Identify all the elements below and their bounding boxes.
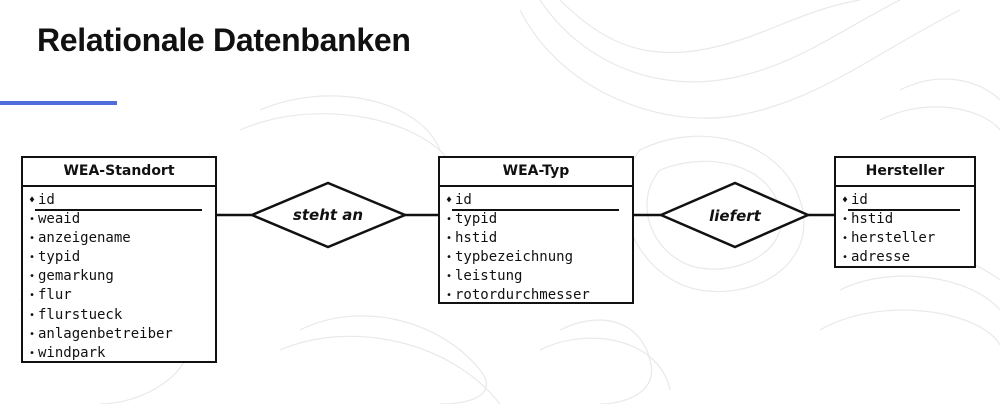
key-diamond-icon: ♦	[445, 195, 453, 206]
attribute: •adresse	[836, 248, 974, 267]
bullet-icon: •	[28, 309, 36, 321]
bullet-icon: •	[28, 233, 36, 245]
attribute: •flur	[23, 286, 215, 305]
attribute: •anlagenbetreiber	[23, 325, 215, 344]
bullet-icon: •	[28, 271, 36, 283]
entity-title: WEA-Typ	[440, 158, 632, 187]
attribute: •weaid	[23, 210, 215, 229]
bullet-icon: •	[445, 271, 453, 283]
key-diamond-icon: ♦	[28, 195, 36, 206]
attribute: •windpark	[23, 344, 215, 363]
page-title: Relationale Datenbanken	[37, 22, 411, 58]
attribute-primary-key: ♦id	[440, 191, 632, 211]
attribute: •typid	[440, 210, 632, 229]
primary-key-underline	[848, 209, 960, 211]
entity-wea-typ[interactable]: WEA-Typ ♦id •typid •hstid •typbezeichnun…	[438, 156, 634, 304]
entity-title: Hersteller	[836, 158, 974, 187]
attribute: •gemarkung	[23, 267, 215, 286]
bullet-icon: •	[445, 290, 453, 302]
entity-title: WEA-Standort	[23, 158, 215, 187]
primary-key-underline	[452, 209, 619, 211]
attribute: •hstid	[836, 210, 974, 229]
bullet-icon: •	[841, 252, 849, 264]
primary-key-underline	[35, 209, 202, 211]
attribute: •typid	[23, 248, 215, 267]
attribute: •hersteller	[836, 229, 974, 248]
attribute: •flurstueck	[23, 306, 215, 325]
bullet-icon: •	[445, 252, 453, 264]
bullet-icon: •	[445, 214, 453, 226]
bullet-icon: •	[28, 290, 36, 302]
bullet-icon: •	[28, 214, 36, 226]
bullet-icon: •	[841, 214, 849, 226]
attribute: •rotordurchmesser	[440, 286, 632, 305]
relationship-diamond-steht-an	[248, 181, 409, 249]
attribute: •leistung	[440, 267, 632, 286]
entity-hersteller[interactable]: Hersteller ♦id •hstid •hersteller •adres…	[834, 156, 976, 268]
title-accent-bar	[0, 101, 117, 105]
bullet-icon: •	[28, 328, 36, 340]
attribute-primary-key: ♦id	[23, 191, 215, 211]
bullet-icon: •	[28, 252, 36, 264]
entity-wea-standort[interactable]: WEA-Standort ♦id •weaid •anzeigename •ty…	[21, 156, 217, 363]
key-diamond-icon: ♦	[841, 195, 849, 206]
attribute-primary-key: ♦id	[836, 191, 974, 211]
bullet-icon: •	[841, 233, 849, 245]
attribute: •hstid	[440, 229, 632, 248]
relationship-label-steht-an: steht an	[293, 206, 363, 224]
attribute: •typbezeichnung	[440, 248, 632, 267]
bullet-icon: •	[445, 233, 453, 245]
relationship-label-liefert: liefert	[709, 207, 762, 225]
bullet-icon: •	[28, 347, 36, 359]
attribute: •anzeigename	[23, 229, 215, 248]
relationship-diamond-liefert	[657, 181, 812, 249]
